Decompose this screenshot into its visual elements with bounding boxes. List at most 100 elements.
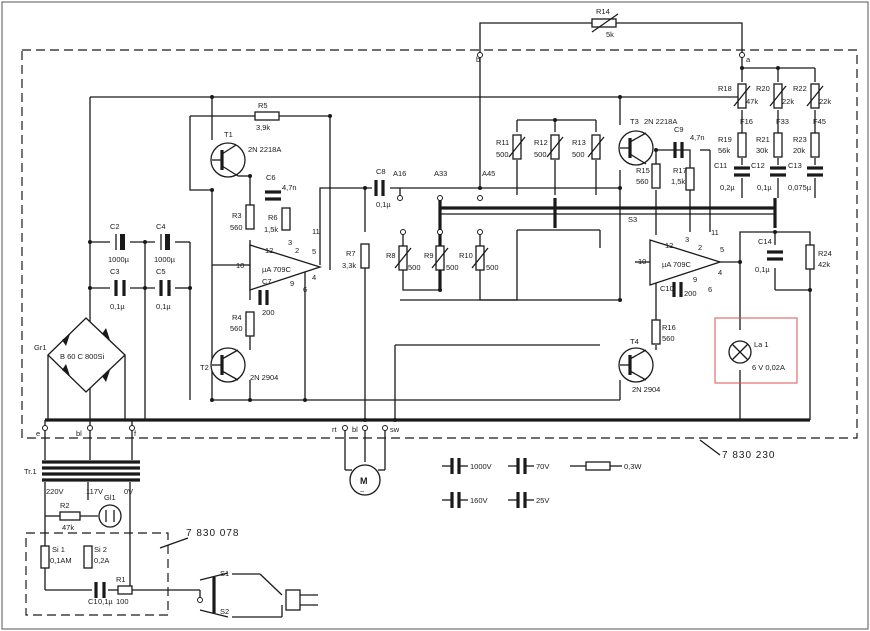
label-la1-name: La 1 [754,340,769,349]
label-c12-name: C12 [751,161,765,170]
label-r20-value: 22k [782,97,794,106]
label-f45: F45 [813,117,826,126]
module-boundary-mains [25,532,169,616]
label-opamp-left-type: µA 709C [262,265,292,274]
label-r16-name: R16 [662,323,676,332]
label-opamp-left-pin-2: 2 [295,246,299,255]
label-r19-name: R19 [718,135,732,144]
label-r22-value: 22k [819,97,831,106]
label-t4-name: T4 [630,337,639,346]
label-r1-name: R1 [116,575,126,584]
label-terminal-b: b [476,55,480,64]
label-opamp-right-pin-11: 11 [711,228,719,237]
labels: b a R14 5k T1 2N 2218A T2 2N 2904 T3 2N … [24,7,832,616]
label-c2-name: C2 [110,222,120,231]
label-module-mains: 7 830 078 [186,528,240,539]
label-r20-name: R20 [756,84,770,93]
capacitors [94,142,823,598]
label-r14-name: R14 [596,7,610,16]
transistor-t4 [618,347,654,383]
label-opamp-left-pin-12: 12 [265,246,273,255]
label-r7-name: R7 [346,249,356,258]
legend-label-resistor: 0,3W [624,462,642,471]
label-terminal-f: f [134,429,137,438]
label-opamp-right-pin-12: 12 [665,241,673,250]
fuses [40,545,93,569]
label-opamp-right-type: µA 709C [662,260,692,269]
label-c7-name: C7 [262,277,272,286]
label-t1-type: 2N 2218A [248,145,281,154]
resistor-r19 [737,132,747,158]
label-a33: A33 [434,169,447,178]
label-r15-name: R15 [636,166,650,175]
label-gr1-type: B 60 C 800Si [60,352,105,361]
label-c5-value: 0,1µ [156,302,171,311]
junctions [88,66,812,422]
label-r18-name: R18 [718,84,732,93]
label-terminal-e: e [36,429,40,438]
label-r10-name: R10 [459,251,473,260]
transistors [210,130,654,383]
resistors [59,13,824,595]
switch-s1 [199,572,229,581]
label-opamp-right-pin-5: 5 [720,245,724,254]
label-r16-value: 560 [662,334,675,343]
rectifier-bridge [47,317,126,393]
resistor-r16 [651,319,661,345]
resistor-r24 [805,244,815,270]
module-boundary-main [21,49,858,439]
lamp-highlight-box [714,317,798,384]
label-si1-name: Si 1 [52,545,65,554]
legend-label-70v: 70V [536,462,549,471]
motor-ac-mark: ~ [360,487,365,496]
label-terminal-bl-motor: bl [352,425,358,434]
label-la1-rating: 6 V 0,02A [752,363,785,372]
label-gr1-name: Gr1 [34,343,47,352]
label-t2-type: 2N 2904 [250,373,278,382]
fuse-si1 [40,545,50,569]
resistor-r17 [685,167,695,191]
label-terminal-sw: sw [390,425,400,434]
label-tr1-tap-220v: 220V [46,487,64,496]
label-r6-name: R6 [268,213,278,222]
label-r6-value: 1,5k [264,225,278,234]
label-opamp-left-pin-4: 4 [312,273,316,282]
label-r12-name: R12 [534,138,548,147]
transistor-t1 [210,142,246,178]
label-r15-value: 560 [636,177,649,186]
label-c13-name: C13 [788,161,802,170]
label-opamp-right-pin-9: 9 [693,275,697,284]
label-si1-value: 0,1AM [50,556,72,565]
label-c8-value: 0,1µ [376,200,391,209]
label-c9-name: C9 [674,125,684,134]
label-c10-value: 200 [684,289,697,298]
transformer-tr1 [42,460,201,600]
label-r19-value: 56k [718,146,730,155]
glow-lamp-gl1 [98,504,122,528]
resistor-r23 [810,132,820,158]
label-c3-name: C3 [110,267,120,276]
label-gl1-name: Gl1 [104,493,116,502]
label-a16: A16 [393,169,406,178]
mains-switches [199,572,318,618]
label-opamp-right-pin-4: 4 [718,268,722,277]
label-r9-name: R9 [424,251,434,260]
label-tr1-tap-0v: 0V [124,487,133,496]
resistor-r3 [245,204,255,230]
label-r13-name: R13 [572,138,586,147]
label-opamp-left-pin-6: 6 [303,285,307,294]
resistor-r2 [59,511,81,521]
label-opamp-left-pin-5: 5 [312,247,316,256]
label-f16: F16 [740,117,753,126]
label-r12-value: 500 [534,150,547,159]
label-c4-value: 1000µ [154,255,176,264]
switch-s2 [199,609,229,618]
label-r9-value: 500 [446,263,459,272]
label-opamp-right-pin-6: 6 [708,285,712,294]
transistor-t2 [210,347,246,383]
label-c12-value: 0,1µ [757,183,772,192]
label-s3: S3 [628,215,637,224]
